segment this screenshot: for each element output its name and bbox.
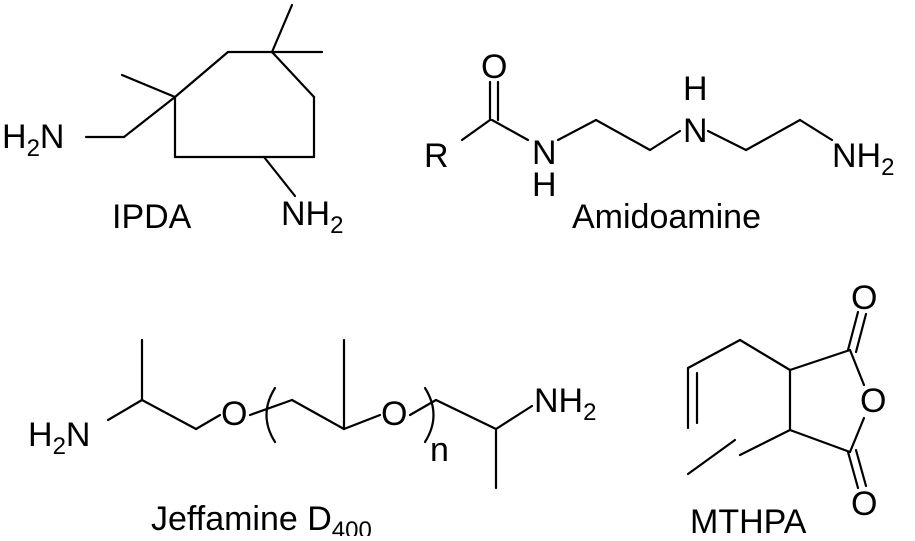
amidoamine-amide-n-label: N (532, 134, 557, 172)
amidoamine-amide-h-label: H (532, 166, 557, 204)
mthpa-bonds (686, 310, 868, 490)
jeffamine-h2n-label: H2N (28, 416, 90, 460)
mthpa-ring-o-label: O (860, 382, 886, 420)
ipda-bonds (84, 3, 324, 198)
mthpa-carbonyl-o-bottom-label: O (851, 485, 877, 523)
jeffamine-bonds (106, 338, 534, 490)
ipda-h2n-label: H2N (2, 118, 64, 162)
amidoamine-structure: R O N H H N NH2 Amidoamine (424, 48, 894, 236)
amidoamine-carbonyl-o-label: O (481, 48, 507, 86)
jeffamine-nh2-label: NH2 (534, 382, 596, 426)
jeffamine-repeat-n-label: n (430, 431, 449, 469)
mthpa-carbonyl-o-top-label: O (851, 279, 877, 317)
ipda-caption: IPDA (112, 198, 192, 236)
amidoamine-caption: Amidoamine (572, 198, 761, 236)
jeffamine-ether-o2-label: O (381, 395, 407, 433)
amidoamine-amine-n-label: N (683, 112, 708, 150)
mthpa-caption: MTHPA (690, 503, 807, 536)
ipda-structure: H2N NH2 IPDA (2, 3, 343, 239)
mthpa-structure: O O O MTHPA (686, 279, 886, 541)
jeffamine-structure: H2N O O n NH2 Jeffamine D400 (28, 338, 596, 541)
jeffamine-ether-o1-label: O (221, 395, 247, 433)
ipda-nh2-label: NH2 (281, 195, 343, 239)
amidoamine-amine-h-label: H (683, 70, 708, 108)
amidoamine-r-label: R (424, 137, 449, 175)
amidoamine-nh2-label: NH2 (832, 137, 894, 181)
amidoamine-bonds (460, 80, 834, 152)
jeffamine-caption: Jeffamine D400 (151, 500, 372, 536)
